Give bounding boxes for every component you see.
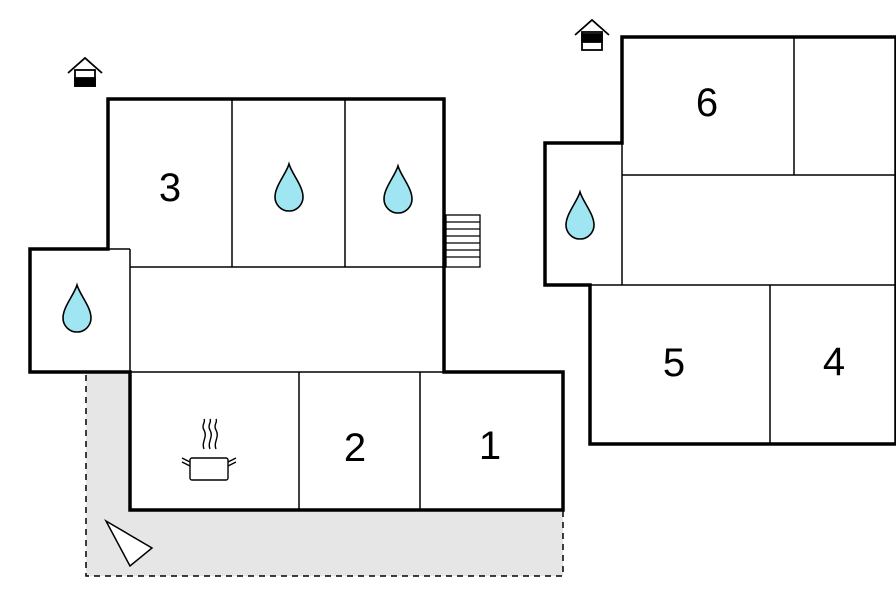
terrace: [85, 371, 564, 577]
water-drop-icon: [62, 282, 92, 333]
room-label-5: 5: [663, 341, 685, 385]
entrance-icon: [67, 56, 103, 87]
cooking-pot-icon: [181, 418, 237, 481]
water-drop-icon: [565, 189, 595, 240]
room-label-2: 2: [344, 426, 366, 470]
room-label-3: 3: [159, 166, 181, 210]
right-building-outline: [543, 35, 896, 446]
left-building: 3 2 1: [28, 56, 565, 568]
water-drop-icon: [274, 161, 304, 212]
right-building: 6 5 4: [543, 18, 896, 446]
compass-arrow-icon: [104, 519, 154, 568]
water-drop-icon: [383, 163, 413, 214]
left-building-outline: [28, 97, 565, 512]
stairs-icon: [445, 214, 481, 268]
room-label-6: 6: [696, 81, 718, 125]
room-label-4: 4: [823, 340, 845, 384]
entrance-icon: [574, 18, 610, 51]
room-label-1: 1: [479, 424, 501, 468]
